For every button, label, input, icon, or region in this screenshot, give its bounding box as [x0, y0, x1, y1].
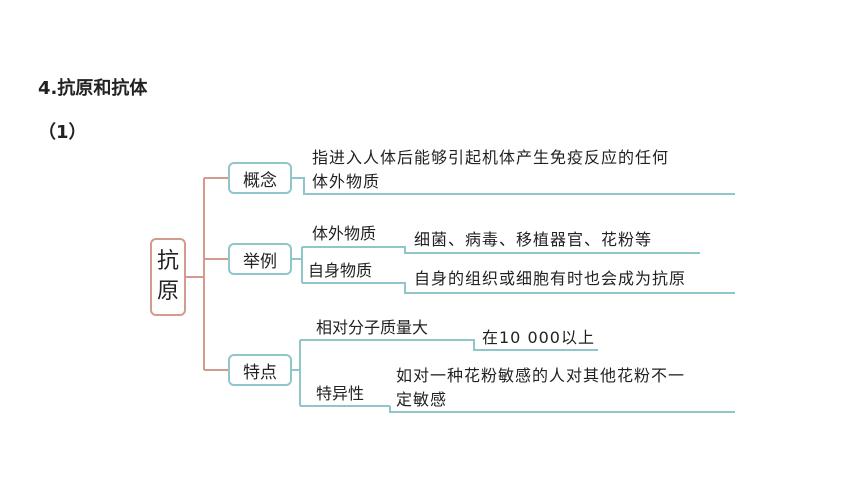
node-features: 特点: [228, 354, 292, 386]
root-node-antigen: 抗 原: [150, 238, 186, 316]
self-substance-label: 自身物质: [308, 261, 373, 280]
node-concept: 概念: [228, 162, 292, 194]
external-substance-text: 细菌、病毒、移植器官、花粉等: [414, 230, 653, 249]
root-char-1: 抗: [156, 249, 179, 274]
specificity-text-line1: 如对一种花粉敏感的人对其他花粉不一: [396, 366, 686, 385]
root-char-2: 原: [156, 279, 179, 304]
root-connector: [186, 177, 228, 371]
features-connector: [292, 339, 468, 407]
concept-connector: [292, 177, 735, 195]
molecule-underline: [468, 339, 598, 351]
examples-connector: [292, 246, 398, 284]
node-examples: 举例: [228, 243, 292, 275]
self-substance-text: 自身的组织或细胞有时也会成为抗原: [414, 269, 687, 288]
external-underline: [398, 246, 700, 254]
section-heading: 4.抗原和抗体: [38, 78, 148, 99]
concept-text-line2: 体外物质: [312, 172, 381, 191]
external-substance-label: 体外物质: [312, 224, 377, 243]
molecule-text: 在10 000以上: [482, 328, 595, 347]
concept-text-line1: 指进入人体后能够引起机体产生免疫反应的任何: [312, 148, 670, 167]
specificity-label: 特异性: [316, 384, 365, 403]
specificity-underline: [389, 406, 735, 413]
specificity-text-line2: 定敏感: [396, 390, 448, 409]
subsection-number: （1）: [38, 122, 87, 143]
self-underline: [398, 282, 735, 294]
molecule-label: 相对分子质量大: [316, 318, 429, 337]
